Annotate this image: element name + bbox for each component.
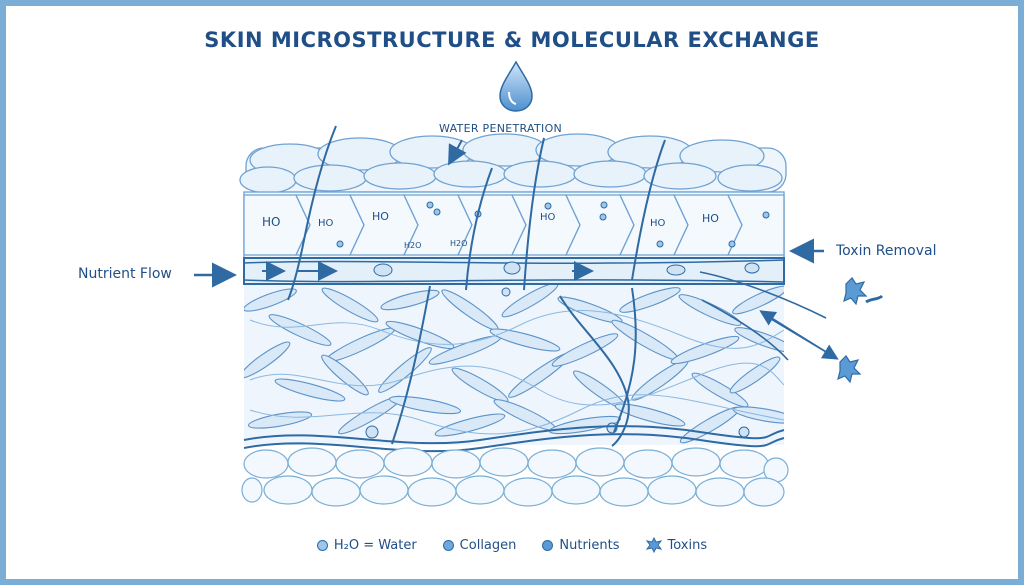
legend-label-collagen: Collagen bbox=[459, 537, 517, 553]
basal-layer bbox=[243, 257, 785, 285]
water-dot-icon bbox=[316, 539, 328, 551]
toxin-removal-label: Toxin Removal bbox=[836, 243, 937, 259]
cell-label-3: HO bbox=[372, 210, 389, 223]
cell-label-7: H2O bbox=[404, 241, 421, 250]
cell-label-6: HO bbox=[702, 212, 719, 225]
nutrient-flow-label: Nutrient Flow bbox=[78, 266, 172, 282]
cell-labels: HO HO HO HO HO HO H2O H2O bbox=[262, 210, 719, 250]
fat-cells bbox=[241, 447, 789, 507]
legend-item-collagen: Collagen bbox=[442, 537, 517, 553]
cell-label-5: HO bbox=[650, 218, 666, 229]
legend-label-nutrients: Nutrients bbox=[559, 537, 620, 553]
water-molecules bbox=[336, 201, 770, 248]
cell-label-2: HO bbox=[318, 218, 334, 229]
water-penetration-label: WATER PENETRATION bbox=[439, 122, 563, 135]
water-drop-icon bbox=[499, 60, 533, 112]
blood-vessels bbox=[243, 285, 785, 453]
toxin-star-icon bbox=[645, 537, 662, 553]
legend-item-nutrients: Nutrients bbox=[542, 537, 620, 553]
collagen-fiber-mesh bbox=[244, 285, 784, 445]
collagen-dot-icon bbox=[442, 539, 454, 551]
toxin-particles bbox=[837, 277, 884, 384]
cell-label-4: HO bbox=[540, 212, 556, 223]
epidermis-top-layer bbox=[239, 133, 787, 194]
cell-label-8: H2O bbox=[450, 239, 467, 248]
legend-item-water: H₂O = Water bbox=[316, 537, 417, 553]
legend-item-toxins: Toxins bbox=[645, 537, 708, 553]
hair-follicles bbox=[287, 125, 666, 301]
toxin-exit-arrows bbox=[699, 271, 839, 361]
nutrient-dot-icon bbox=[542, 539, 554, 551]
epidermis-hex-cells bbox=[243, 191, 785, 259]
legend-label-water: H₂O = Water bbox=[333, 537, 417, 553]
water-penetration-arrow bbox=[448, 139, 467, 166]
legend: H₂O = Water Collagen Nutrients Toxins bbox=[0, 537, 1024, 553]
legend-label-toxins: Toxins bbox=[667, 537, 708, 553]
cell-label-1: HO bbox=[262, 215, 280, 229]
diagram-title: SKIN MICROSTRUCTURE & MOLECULAR EXCHANGE bbox=[204, 28, 820, 52]
